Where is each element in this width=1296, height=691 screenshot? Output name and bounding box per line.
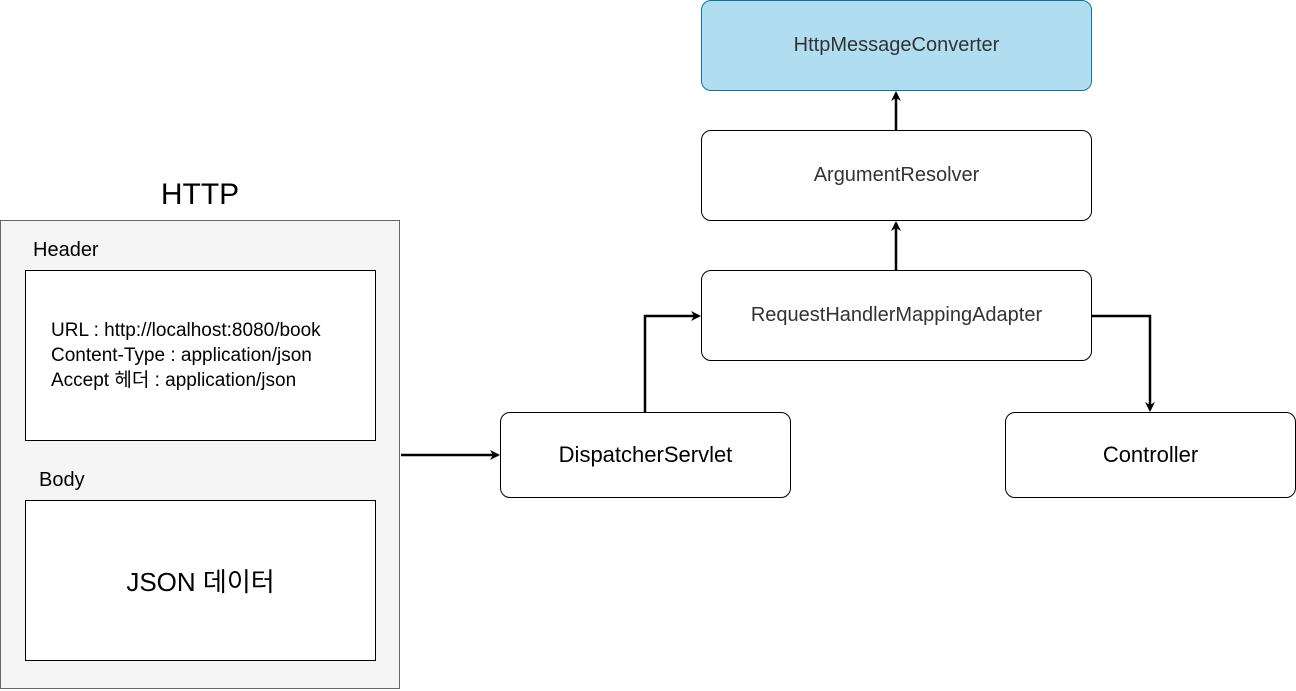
edge-adapter-to-controller [1092, 314, 1155, 412]
header-lines: URL : http://localhost:8080/book Content… [51, 318, 321, 393]
node-http-message-converter[interactable]: HttpMessageConverter [701, 0, 1092, 91]
http-title: HTTP [160, 178, 240, 211]
header-line-accept: Accept 헤더 : application/json [51, 370, 297, 391]
node-request-handler-mapping-adapter[interactable]: RequestHandlerMappingAdapter [701, 270, 1092, 361]
header-label: Header [33, 239, 99, 261]
body-box: JSON 데이터 [25, 500, 376, 661]
header-line-content-type: Content-Type : application/json [51, 345, 312, 366]
node-dispatcher-servlet[interactable]: DispatcherServlet [500, 412, 791, 498]
edge-dispatcher-to-adapter [643, 311, 701, 412]
node-controller[interactable]: Controller [1005, 412, 1296, 498]
header-box: URL : http://localhost:8080/book Content… [25, 270, 376, 441]
node-argument-resolver[interactable]: ArgumentResolver [701, 130, 1092, 221]
body-text: JSON 데이터 [126, 567, 275, 597]
body-label: Body [39, 469, 85, 491]
header-line-url: URL : http://localhost:8080/book [51, 320, 321, 341]
